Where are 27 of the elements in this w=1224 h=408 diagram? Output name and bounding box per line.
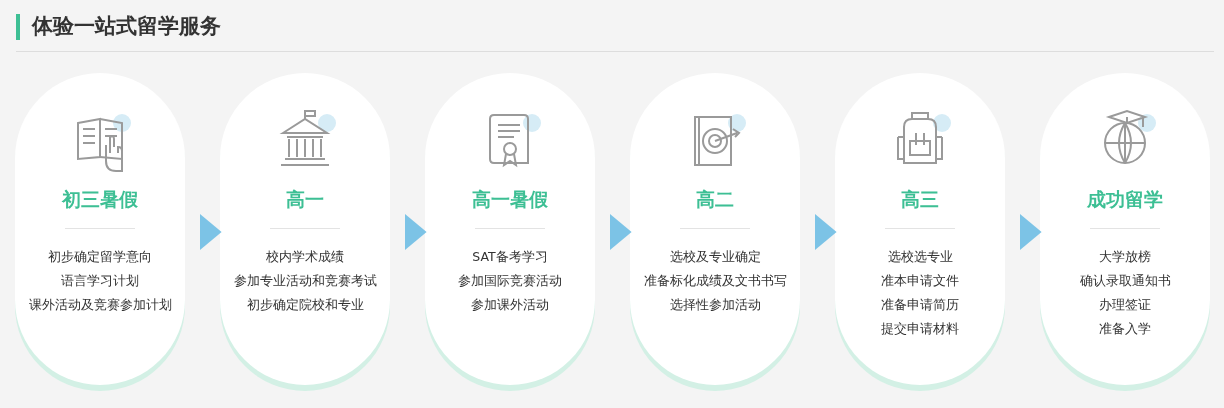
stage-heading: 高一暑假 — [471, 187, 549, 212]
stage-heading: 高一 — [285, 187, 325, 212]
stage-heading: 高二 — [695, 187, 735, 212]
stage-item: 准本申请文件 — [880, 273, 960, 290]
stage-item: SAT备考学习 — [471, 249, 549, 266]
stage-item: 参加专业活动和竞赛考试 — [232, 273, 378, 290]
stage-item: 校内学术成绩 — [265, 249, 345, 266]
stage-item: 选校及专业确定 — [668, 249, 762, 266]
stage-heading: 初三暑假 — [61, 187, 139, 212]
stage-item: 确认录取通知书 — [1078, 273, 1172, 290]
stage-item: 初步确定院校和专业 — [245, 297, 365, 314]
stage-heading: 成功留学 — [1086, 187, 1164, 212]
stage-item: 参加课外活动 — [470, 297, 550, 314]
title: 体验一站式留学服务 — [32, 13, 221, 40]
stage-item: 初步确定留学意向 — [47, 249, 153, 266]
stage-item: 语言学习计划 — [60, 273, 140, 290]
stage-item: 提交申请材料 — [880, 321, 960, 338]
stage-item: 课外活动及竞赛参加计划 — [27, 297, 173, 314]
stage-item: 选校选专业 — [886, 249, 954, 266]
stage-item: 办理签证 — [1098, 297, 1152, 314]
stage-item: 选择性参加活动 — [668, 297, 762, 314]
stage-item: 准备标化成绩及文书书写 — [642, 273, 788, 290]
stage-item: 准备申请简历 — [880, 297, 960, 314]
stage-heading: 高三 — [900, 187, 940, 212]
stage-item: 参加国际竞赛活动 — [457, 273, 563, 290]
stage-item: 准备入学 — [1098, 321, 1152, 338]
stage-item: 大学放榜 — [1098, 249, 1152, 266]
